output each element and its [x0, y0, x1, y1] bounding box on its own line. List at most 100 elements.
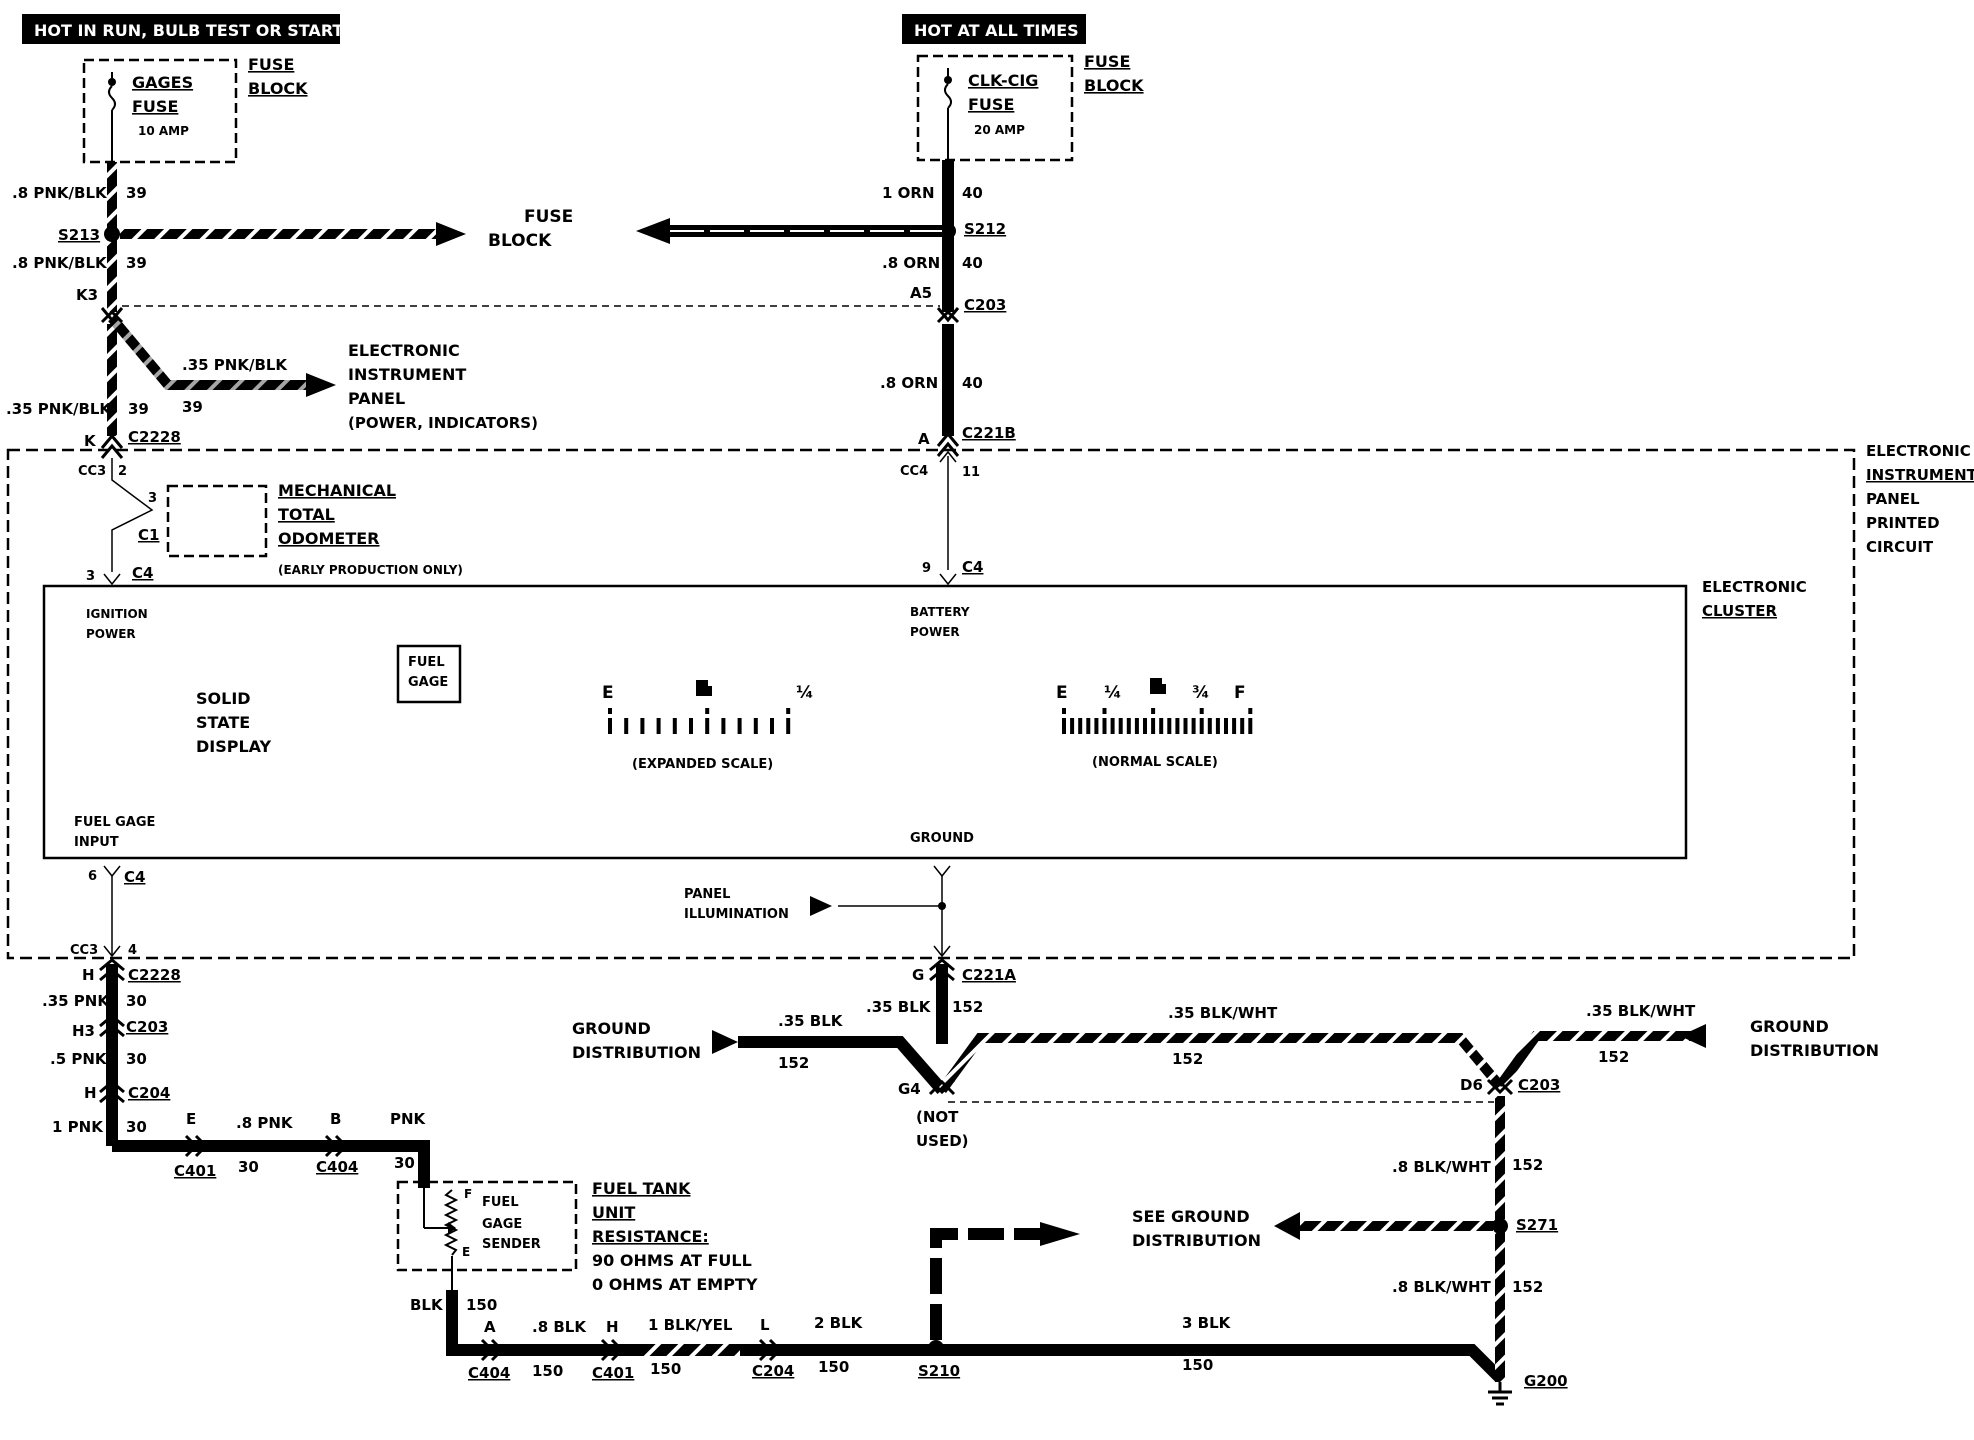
expanded-scale-label: (EXPANDED SCALE): [632, 757, 773, 772]
pin-label: K3: [76, 286, 98, 304]
pin-label: A5: [910, 284, 932, 302]
wire-label: 1 ORN: [882, 184, 935, 202]
gauge-tick: [1175, 718, 1180, 734]
splice-s213: [104, 226, 120, 242]
fuel-pump-icon-2: [1150, 678, 1166, 694]
gauge-tick: [721, 718, 726, 734]
wire-label: .35 BLK: [866, 998, 932, 1016]
gauge-tick: [1110, 718, 1115, 734]
gauge-tick: [1248, 718, 1253, 734]
pin-label: E: [186, 1110, 196, 1128]
circuit-number: 150: [1182, 1356, 1213, 1374]
gauge-tick: [624, 718, 629, 734]
circuit-number: 152: [1512, 1278, 1543, 1296]
scale-label: F: [1234, 683, 1246, 703]
gauge-tick: [1143, 718, 1147, 734]
normal-scale-label: (NORMAL SCALE): [1092, 755, 1218, 770]
clkcig-fuse-block-label: FUSE: [1084, 52, 1130, 71]
gages-fuse-label: FUSE: [132, 97, 178, 116]
connector-label: C1: [138, 526, 159, 544]
panel-illumination-label: ILLUMINATION: [684, 907, 789, 922]
connector-label: C4: [962, 558, 983, 576]
pin-label: H3: [72, 1022, 95, 1040]
electronic-cluster-box: [42, 584, 1688, 860]
gauge-tick: [656, 718, 661, 734]
connector-label: C401: [592, 1364, 634, 1382]
see-ground-label: DISTRIBUTION: [1132, 1231, 1261, 1250]
fuel-gage-label: GAGE: [408, 675, 448, 690]
wire-circuit-40: [636, 160, 960, 457]
pin-label: 9: [922, 561, 931, 576]
wire-label: BLK: [410, 1296, 444, 1314]
ground-g200-label: G200: [1524, 1372, 1568, 1390]
not-used-label: USED): [916, 1132, 969, 1150]
gauge-tick: [770, 718, 774, 734]
text-labels: FUSE BLOCK .8 PNK/BLK 39 S213 .8 PNK/BLK…: [6, 184, 1974, 1390]
fuse-block-label-2: BLOCK: [488, 231, 552, 251]
gauge-tick: [1215, 718, 1220, 734]
gauge-tick: [1167, 718, 1172, 734]
wire-label: .8 BLK/WHT: [1392, 1158, 1492, 1176]
fuel-gage-input-label: FUEL GAGE: [74, 815, 155, 830]
fuel-tank-label: UNIT: [592, 1203, 635, 1222]
gauge-tick-dot: [608, 708, 612, 714]
ignition-power-label: POWER: [86, 627, 136, 641]
gauge-tick: [1094, 718, 1099, 734]
scale-label: E: [602, 683, 614, 703]
gauge-tick: [1183, 718, 1188, 734]
gages-fuse-block-label: FUSE: [248, 55, 294, 74]
pc-label: ELECTRONIC: [1866, 442, 1971, 460]
gages-fuse-block-label-2: BLOCK: [248, 79, 308, 98]
fuel-sender-label: GAGE: [482, 1217, 522, 1232]
eip-label: (POWER, INDICATORS): [348, 414, 538, 432]
splice-s212-label: S212: [964, 220, 1006, 238]
gauge-tick-dot: [1062, 708, 1066, 714]
ground-distribution-label: GROUND: [1750, 1017, 1829, 1036]
fuse-block-label: FUSE: [524, 207, 573, 227]
pc-label: INSTRUMENT: [1866, 466, 1974, 484]
wire-label: .8 PNK/BLK: [12, 184, 108, 202]
circuit-number: 39: [126, 254, 147, 272]
battery-power-label: POWER: [910, 625, 960, 639]
splice-s210-label: S210: [918, 1362, 960, 1380]
pin-label: L: [760, 1316, 770, 1334]
wire-label: .8 ORN: [882, 254, 940, 272]
circuit-number: 150: [650, 1360, 681, 1378]
wire-label: 1 BLK/YEL: [648, 1316, 733, 1334]
circuit-number: 40: [962, 374, 983, 392]
circuit-number: 150: [532, 1362, 563, 1380]
ground-g200-icon: [1488, 1382, 1512, 1406]
pin-label: CC3: [70, 943, 98, 958]
wire-label: .35 BLK/WHT: [1168, 1004, 1278, 1022]
gages-fuse-rating: 10 AMP: [138, 124, 189, 138]
fuel-pump-icon: [696, 680, 712, 696]
connector-label: C204: [128, 1084, 170, 1102]
gauge-tick: [1151, 718, 1156, 734]
gauge-tick: [1070, 718, 1075, 734]
gauge-tick: [689, 718, 693, 734]
splice-s271-label: S271: [1516, 1216, 1558, 1234]
banner-right-text: HOT AT ALL TIMES: [914, 21, 1079, 40]
clkcig-fuse-label: FUSE: [968, 95, 1014, 114]
wire-label: PNK: [390, 1110, 427, 1128]
gauge-tick-dot: [705, 708, 710, 714]
clkcig-fuse: CLK-CIG FUSE 20 AMP FUSE BLOCK: [916, 52, 1144, 162]
fuel-gage-label: FUEL: [408, 655, 445, 670]
gages-fuse-name: GAGES: [132, 73, 193, 92]
gauge-tick-dot: [1151, 708, 1156, 714]
scale-label: ¾: [1192, 683, 1210, 703]
gauge-tick-dot: [1199, 708, 1204, 714]
gauge-tick: [1062, 718, 1066, 734]
connector-label: C404: [468, 1364, 510, 1382]
gauge-tick: [1134, 718, 1139, 734]
circuit-number: 39: [128, 400, 149, 418]
pin-label: 11: [962, 465, 980, 480]
splice-s212: [940, 223, 956, 239]
battery-power-label: BATTERY: [910, 605, 970, 619]
circuit-number: 152: [1172, 1050, 1203, 1068]
circuit-number: 152: [1512, 1156, 1543, 1174]
circuit-number: 152: [952, 998, 983, 1016]
gauge-tick: [705, 718, 710, 734]
wire-label: .8 BLK: [532, 1318, 587, 1336]
pin-label: A: [918, 430, 930, 448]
